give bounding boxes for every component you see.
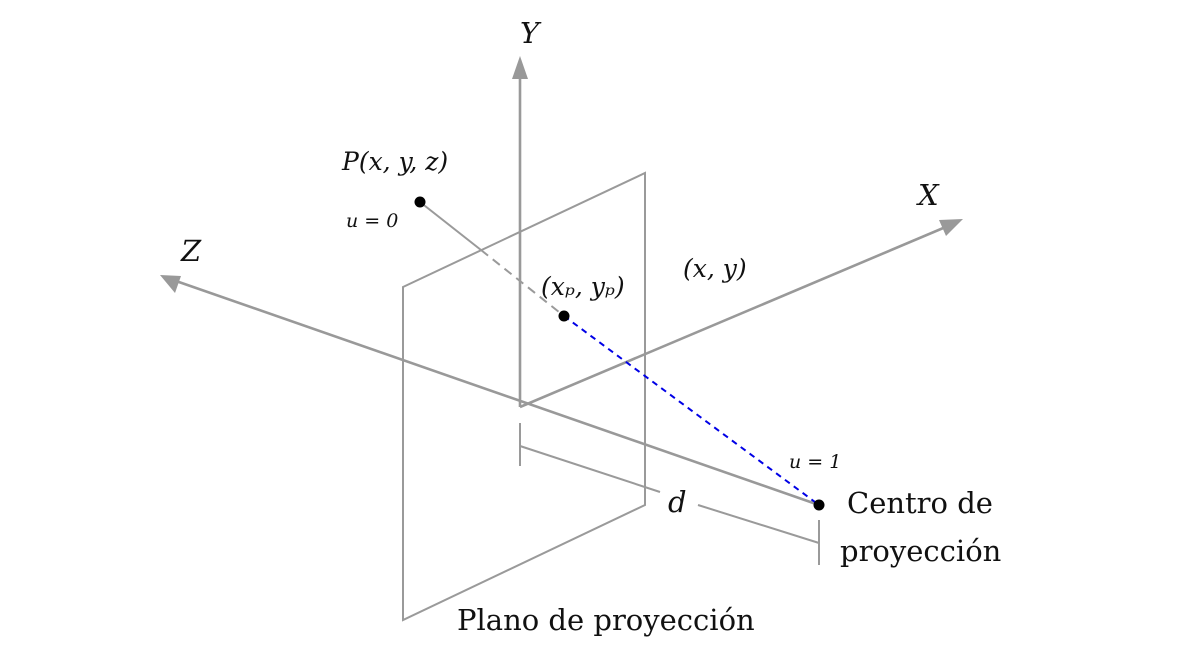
projection-plane-label: Plano de proyección [457, 603, 755, 637]
point-center-of-projection [813, 499, 825, 511]
x-axis-arrowhead [939, 219, 963, 236]
x-axis [519, 224, 949, 409]
dimension-line-right [697, 504, 820, 544]
projector-ray-hidden [480, 249, 565, 317]
plane-coords-label: (x, y) [683, 254, 747, 283]
u0-label: u = 0 [346, 210, 398, 232]
projector-ray-to-center [563, 315, 820, 506]
x-axis-label: X [916, 178, 940, 212]
z-axis-arrowhead [160, 275, 181, 293]
projected-point-label: (xₚ, yₚ) [541, 272, 625, 301]
point-p [414, 196, 426, 208]
y-axis-label: Y [520, 16, 542, 50]
dimension-line-left [519, 445, 661, 493]
center-of-projection-label-line1: Centro de [847, 486, 993, 520]
z-axis [175, 279, 820, 507]
y-axis-arrowhead [512, 56, 528, 79]
projection-plane [402, 171, 646, 622]
point-p-label: P(x, y, z) [341, 147, 448, 176]
distance-label: d [668, 485, 687, 519]
center-of-projection-label-line2: proyección [840, 534, 1001, 568]
u1-label: u = 1 [789, 451, 841, 473]
projector-ray-visible [419, 201, 482, 251]
point-projected [558, 310, 570, 322]
z-axis-label: Z [180, 234, 202, 268]
